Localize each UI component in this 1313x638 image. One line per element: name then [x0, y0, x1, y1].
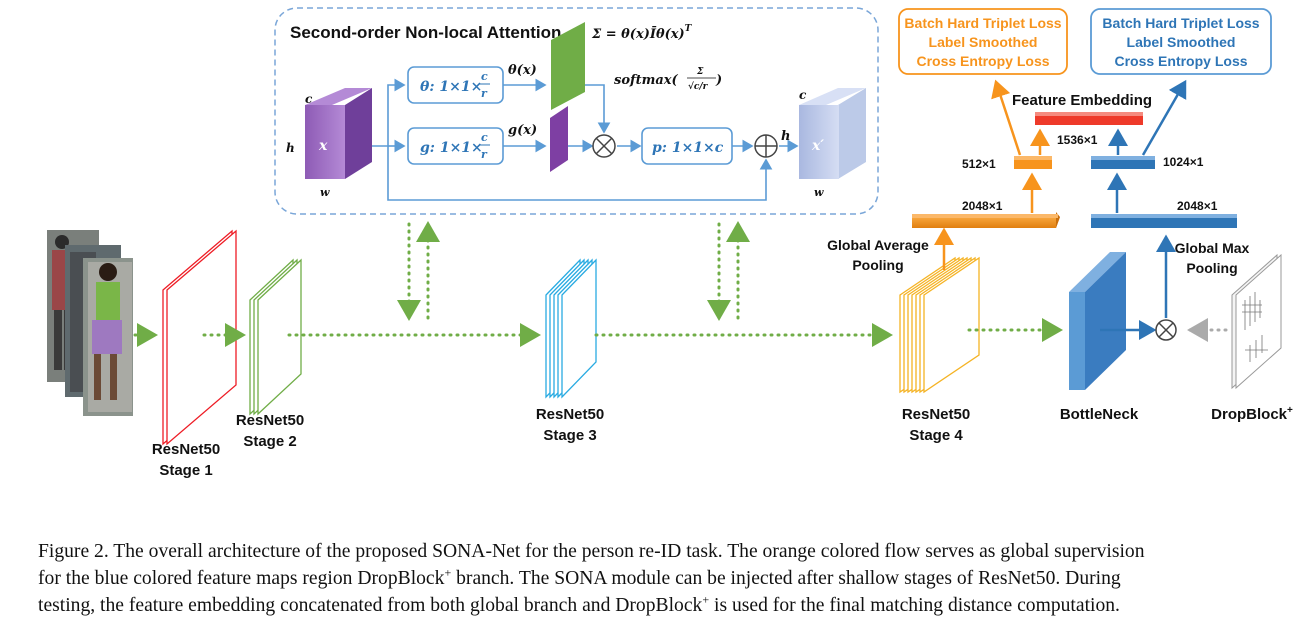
label-512: 512×1 — [962, 157, 996, 171]
label-stage2-line1: ResNet50 — [236, 412, 304, 429]
sona-module: Second-order Non-local Attention Σ = θ(x… — [274, 7, 879, 215]
figure-caption: Figure 2. The overall architecture of th… — [38, 538, 1288, 619]
p-conv-box — [641, 127, 733, 165]
stage1-block — [162, 229, 237, 446]
stage4-block — [899, 256, 980, 394]
feature-bar-512 — [1014, 156, 1052, 169]
caption-line-1: Figure 2. The overall architecture of th… — [38, 541, 1145, 562]
label-2048-left: 2048×1 — [962, 199, 1003, 213]
g-conv-box — [407, 127, 504, 165]
dropblock-multiply-operator — [1155, 319, 1177, 341]
softmax-label: softmax( — [614, 73, 679, 88]
label-dropblock: DropBlock+ — [1211, 405, 1293, 423]
label-stage1-line2: Stage 1 — [159, 462, 212, 479]
output-cube-x-prime: x′ — [799, 88, 866, 179]
g-feature-slab — [550, 106, 568, 172]
sigma-equation: Σ = θ(x)Īθ(x)T — [591, 24, 693, 42]
multiply-operator — [592, 134, 616, 158]
label-gap-line1: Global Average — [827, 237, 929, 253]
svg-text:Label Smoothed: Label Smoothed — [929, 34, 1038, 50]
svg-text:Σ: Σ — [696, 67, 704, 77]
label-stage4-line2: Stage 4 — [909, 427, 963, 444]
label-bottleneck: BottleNeck — [1060, 406, 1139, 423]
svg-text:r: r — [481, 87, 488, 100]
svg-text:g: 1×1×: g: 1×1× — [420, 140, 483, 156]
dim-w-in: w — [320, 186, 330, 199]
svg-text:): ) — [715, 73, 722, 88]
label-1536: 1536×1 — [1057, 133, 1098, 147]
orange-loss-box: Batch Hard Triplet Loss Label Smoothed C… — [898, 8, 1068, 75]
label-stage3-line2: Stage 3 — [543, 427, 596, 444]
svg-text:r: r — [481, 148, 488, 161]
dropblock-mask — [1231, 253, 1282, 390]
dim-c-out: c — [799, 88, 807, 102]
svg-text:p: 1×1×c: p: 1×1×c — [652, 140, 724, 156]
stage3-block — [545, 258, 597, 399]
label-gmp-line2: Pooling — [1186, 260, 1237, 276]
label-stage1-line1: ResNet50 — [152, 441, 220, 458]
label-feature-embedding: Feature Embedding — [1012, 92, 1152, 109]
label-stage3-line1: ResNet50 — [536, 406, 604, 423]
feature-bar-2048-right — [1091, 214, 1237, 228]
input-person-images — [47, 230, 133, 416]
label-stage4-line1: ResNet50 — [902, 406, 970, 423]
caption-line-3: testing, the feature embedding concatena… — [38, 592, 1120, 616]
label-1024: 1024×1 — [1163, 155, 1204, 169]
svg-text:x: x — [318, 138, 328, 154]
dim-h-out: h — [781, 129, 790, 144]
theta-output-label: θ(x) — [508, 63, 537, 78]
dim-c-in: c — [305, 92, 313, 106]
theta-conv-box — [407, 66, 504, 104]
bottleneck-block — [1069, 252, 1126, 390]
label-gmp-line1: Global Max — [1175, 240, 1250, 256]
blue-loss-box: Batch Hard Triplet Loss Label Smoothed C… — [1090, 8, 1272, 75]
dim-w-out: w — [814, 186, 824, 199]
svg-text:√c/r: √c/r — [688, 81, 709, 92]
svg-text:Label Smoothed: Label Smoothed — [1127, 34, 1236, 50]
label-gap-line2: Pooling — [852, 257, 903, 273]
svg-text:x′: x′ — [811, 138, 824, 154]
svg-text:θ: 1×1×: θ: 1×1× — [420, 79, 482, 95]
label-stage2-line2: Stage 2 — [243, 433, 296, 450]
caption-line-2: for the blue colored feature maps region… — [38, 565, 1121, 589]
dim-h-in: h — [286, 141, 295, 155]
sona-title: Second-order Non-local Attention — [290, 23, 561, 42]
g-output-label: g(x) — [508, 123, 537, 138]
svg-text:Batch Hard Triplet Loss: Batch Hard Triplet Loss — [1102, 15, 1259, 31]
input-cube-x: x — [305, 88, 372, 179]
add-operator — [754, 134, 778, 158]
feature-bar-2048-left — [912, 212, 1060, 228]
stage2-block — [249, 258, 302, 416]
svg-text:Cross Entropy Loss: Cross Entropy Loss — [1114, 53, 1247, 69]
feature-bar-1024 — [1091, 156, 1155, 169]
sona-dashed-box — [274, 7, 879, 215]
label-2048-right: 2048×1 — [1177, 199, 1218, 213]
feature-bar-1536 — [1035, 112, 1143, 125]
svg-text:Cross Entropy Loss: Cross Entropy Loss — [916, 53, 1049, 69]
theta-feature-slab — [551, 22, 585, 110]
architecture-diagram: Second-order Non-local Attention Σ = θ(x… — [47, 7, 1293, 479]
svg-text:c: c — [481, 131, 488, 144]
svg-text:Batch Hard Triplet Loss: Batch Hard Triplet Loss — [904, 15, 1061, 31]
svg-text:c: c — [481, 70, 488, 83]
